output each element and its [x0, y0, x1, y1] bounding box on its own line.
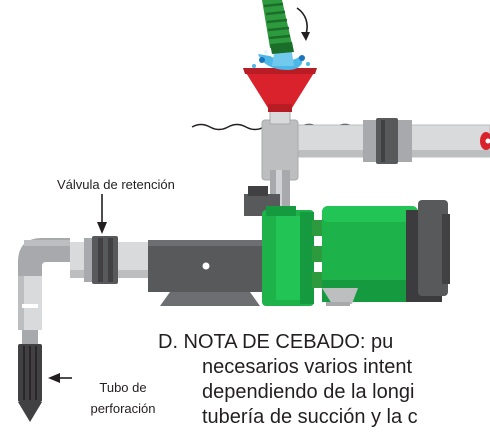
check-valve-label: Válvula de retención [57, 177, 175, 192]
well-tube-arrow [48, 373, 72, 383]
pump-housing [148, 186, 280, 306]
priming-note-line2: necesarios varios intent [202, 356, 413, 378]
priming-funnel [243, 68, 317, 112]
pump-foot [322, 288, 358, 306]
check-valve [84, 236, 118, 284]
well-tube [18, 330, 42, 422]
check-valve-arrow [97, 194, 107, 234]
priming-note-line1: D. NOTA DE CEBADO: pu [158, 331, 394, 353]
motor-end-cap [406, 200, 450, 302]
discharge-pipe [261, 118, 490, 164]
well-tube-label: Tubo de perforación [74, 377, 172, 419]
suction-pipe [18, 238, 148, 330]
priming-note: D. NOTA DE CEBADO: pu necesarios varios … [158, 330, 490, 434]
pour-direction-arrow [296, 7, 310, 41]
well-tube-label-line1: Tubo de [99, 380, 147, 395]
priming-note-line4: tubería de succión y la c [202, 406, 418, 428]
priming-note-line3: dependiendo de la longi [202, 381, 415, 403]
garden-hose [262, 0, 294, 54]
well-tube-label-line2: perforación [90, 401, 156, 416]
valve-handle-red [480, 132, 490, 150]
